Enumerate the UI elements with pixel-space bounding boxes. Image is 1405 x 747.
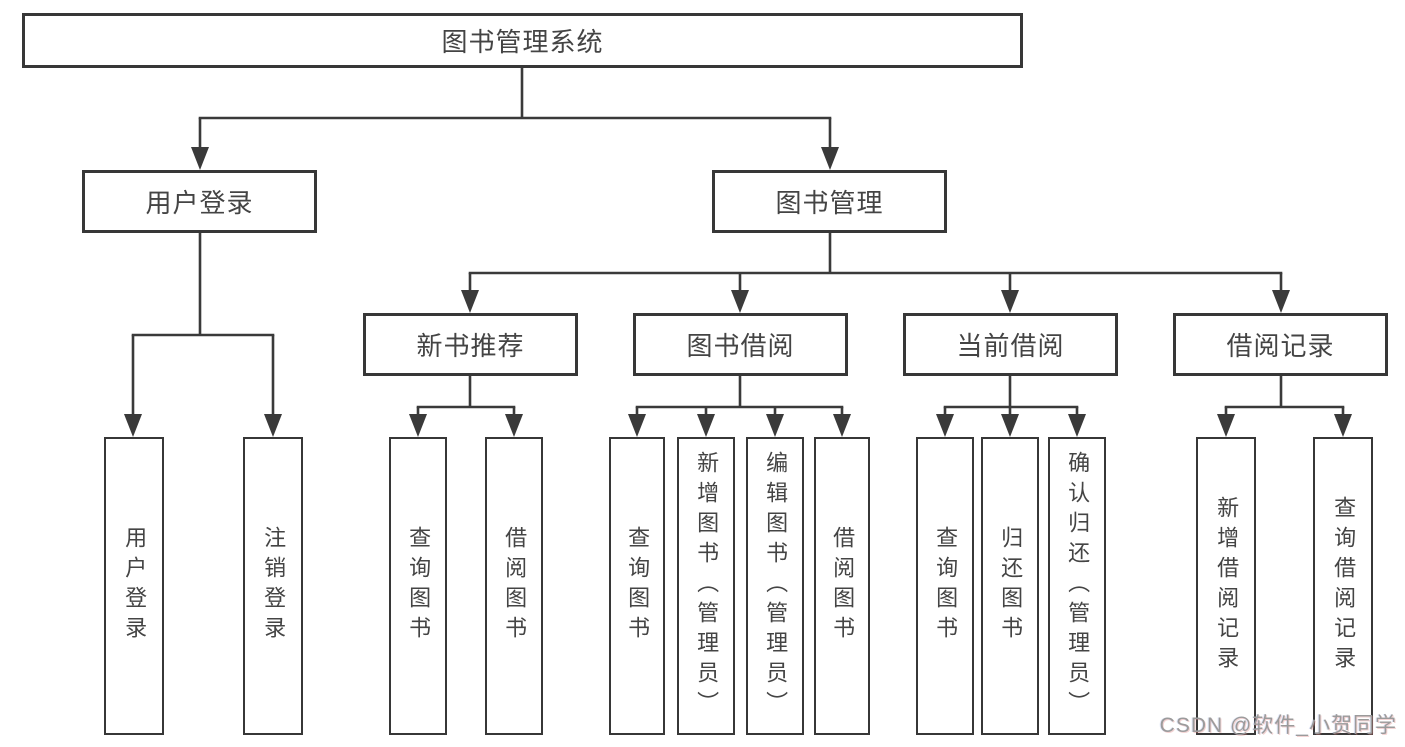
leaf-user-login: 用户登录 bbox=[104, 437, 164, 735]
node-label: 新增图书（管理员） bbox=[694, 451, 720, 721]
node-label: 查询借阅记录 bbox=[1331, 496, 1357, 676]
connector-root-to-level2 bbox=[191, 68, 839, 170]
leaf-return-book: 归还图书 bbox=[981, 437, 1039, 735]
connector-new-book-recommend-to-leaves bbox=[409, 376, 523, 437]
node-label: 借阅图书 bbox=[502, 526, 528, 646]
node-label: 图书管理系统 bbox=[441, 27, 604, 57]
node-label: 用户登录 bbox=[122, 526, 148, 646]
node-label: 归还图书 bbox=[998, 526, 1024, 646]
node-book-management: 图书管理 bbox=[712, 170, 947, 233]
node-label: 借阅记录 bbox=[1226, 331, 1335, 361]
leaf-add-book-admin: 新增图书（管理员） bbox=[677, 437, 735, 735]
node-label: 查询图书 bbox=[406, 526, 432, 646]
leaf-borrow-books: 借阅图书 bbox=[814, 437, 870, 735]
node-label: 查询图书 bbox=[933, 526, 959, 646]
connector-book-management-to-level3 bbox=[461, 233, 1290, 313]
leaf-borrow-books-recommend: 借阅图书 bbox=[485, 437, 543, 735]
leaf-query-books-borrow: 查询图书 bbox=[609, 437, 665, 735]
node-user-login: 用户登录 bbox=[82, 170, 317, 233]
connector-user-login-to-leaves bbox=[124, 233, 282, 437]
node-book-borrow: 图书借阅 bbox=[633, 313, 848, 376]
node-label: 图书借阅 bbox=[686, 331, 795, 361]
node-new-book-recommend: 新书推荐 bbox=[363, 313, 578, 376]
leaf-query-books-current: 查询图书 bbox=[916, 437, 974, 735]
node-current-borrow: 当前借阅 bbox=[903, 313, 1118, 376]
node-label: 新增借阅记录 bbox=[1214, 496, 1240, 676]
node-label: 查询图书 bbox=[625, 526, 651, 646]
connector-current-borrow-to-leaves bbox=[936, 376, 1086, 437]
watermark: CSDN @软件_小贺同学 bbox=[1159, 714, 1397, 737]
leaf-query-borrow-record: 查询借阅记录 bbox=[1313, 437, 1373, 735]
node-borrow-records: 借阅记录 bbox=[1173, 313, 1388, 376]
node-label: 注销登录 bbox=[261, 526, 287, 646]
connector-book-borrow-to-leaves bbox=[628, 376, 851, 437]
node-label: 用户登录 bbox=[145, 188, 254, 218]
node-label: 确认归还（管理员） bbox=[1065, 451, 1091, 721]
connector-borrow-records-to-leaves bbox=[1217, 376, 1352, 437]
leaf-edit-book-admin: 编辑图书（管理员） bbox=[746, 437, 804, 735]
node-library-management-system: 图书管理系统 bbox=[22, 13, 1023, 68]
node-label: 借阅图书 bbox=[830, 526, 856, 646]
node-label: 图书管理 bbox=[775, 188, 884, 218]
leaf-confirm-return-admin: 确认归还（管理员） bbox=[1048, 437, 1106, 735]
leaf-logout: 注销登录 bbox=[243, 437, 303, 735]
leaf-query-books-recommend: 查询图书 bbox=[389, 437, 447, 735]
leaf-add-borrow-record: 新增借阅记录 bbox=[1196, 437, 1256, 735]
node-label: 编辑图书（管理员） bbox=[763, 451, 789, 721]
node-label: 当前借阅 bbox=[956, 331, 1065, 361]
node-label: 新书推荐 bbox=[416, 331, 525, 361]
